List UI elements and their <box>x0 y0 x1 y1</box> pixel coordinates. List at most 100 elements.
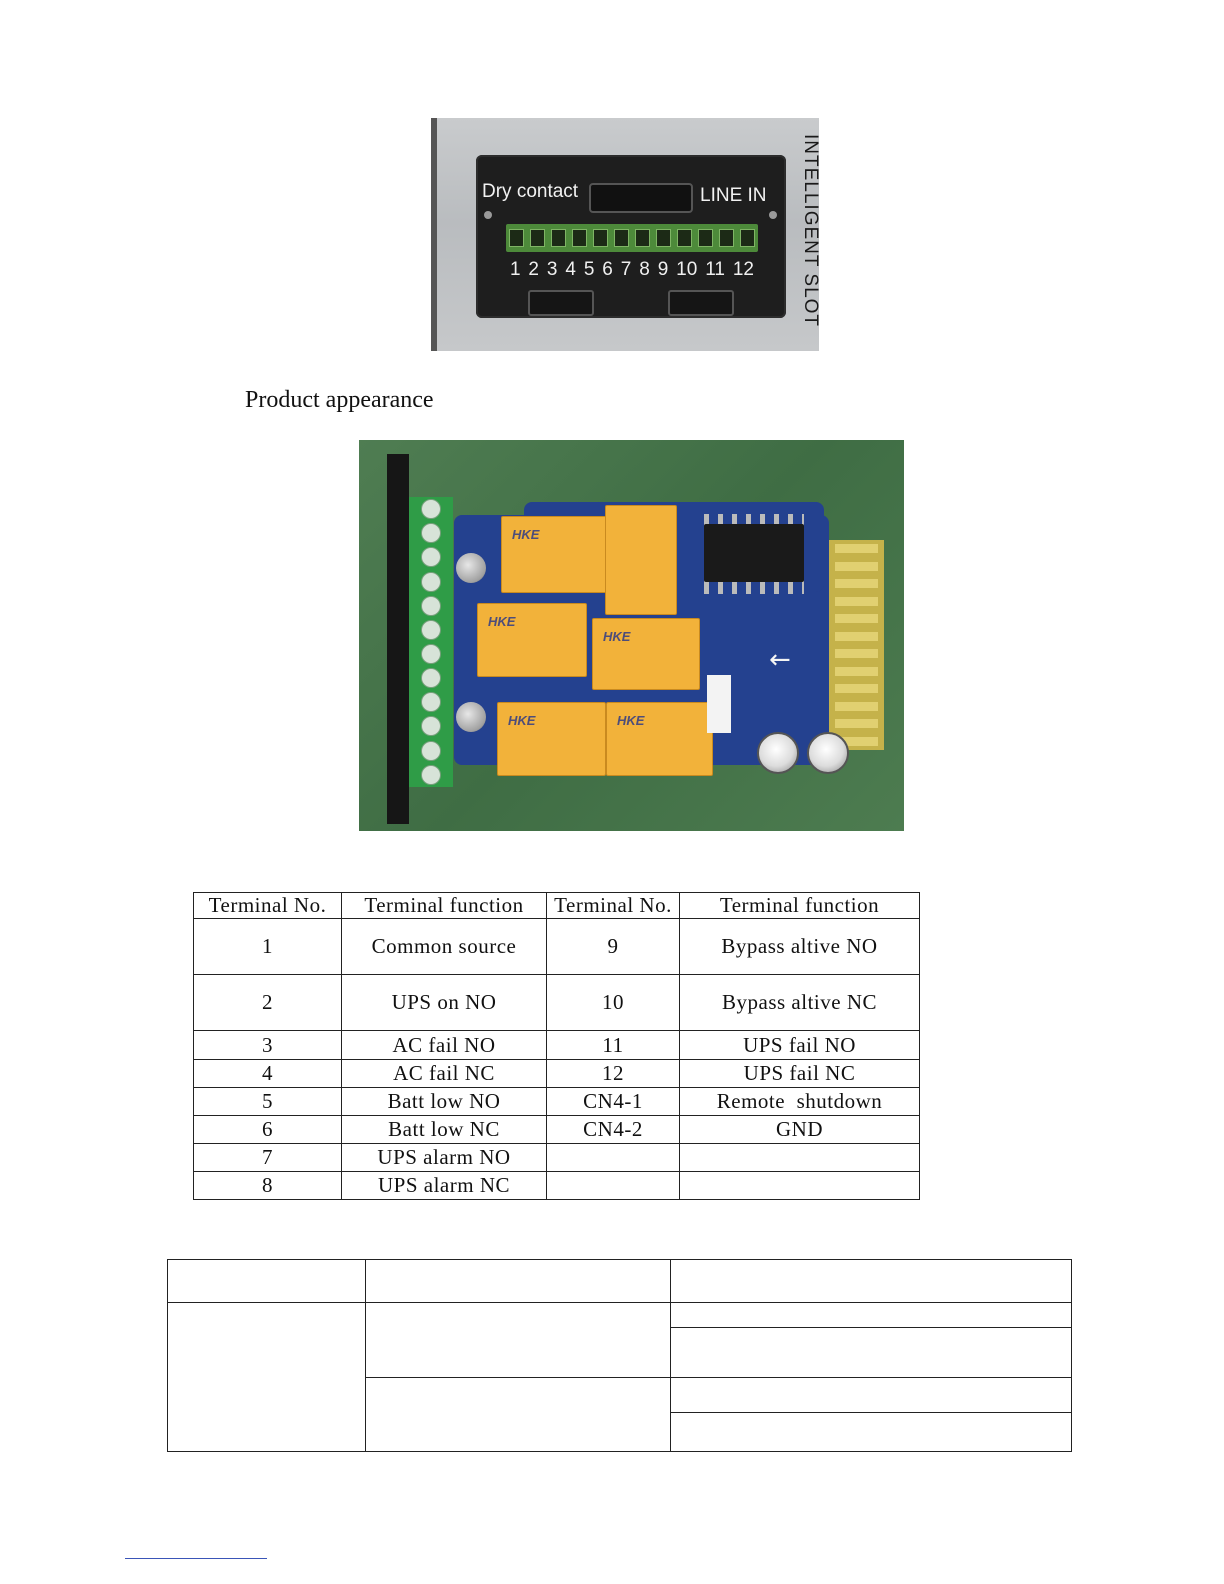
table-cell: AC fail NC <box>341 1059 547 1088</box>
table-cell: UPS alarm NC <box>341 1171 547 1200</box>
terminal-screw <box>421 523 441 544</box>
terminal-screw <box>421 619 441 640</box>
relay-brand-label: HKE <box>508 713 536 728</box>
table-row: 5 Batt low NO CN4-1 Remote shutdown <box>193 1087 920 1116</box>
table-cell <box>167 1259 366 1303</box>
edge-finger <box>835 631 878 641</box>
table-cell: CN4-1 <box>546 1087 680 1116</box>
terminal-screw <box>421 571 441 592</box>
table-cell <box>670 1327 1072 1378</box>
table-cell: CN4-2 <box>546 1115 680 1144</box>
table-cell: Common source <box>341 918 547 975</box>
panel-left-edge <box>431 118 437 351</box>
table-cell: Remote shutdown <box>679 1087 920 1116</box>
dry-contact-label: Dry contact <box>482 181 579 202</box>
pin-number: 2 <box>528 259 539 280</box>
relay-brand-label: HKE <box>617 713 645 728</box>
intelligent-slot-panel-photo: Dry contact LINE IN 1 2 3 4 5 6 7 8 9 <box>431 118 819 351</box>
board-screw <box>456 702 486 732</box>
terminal-hole <box>530 229 545 247</box>
table-cell: 6 <box>193 1115 342 1144</box>
edge-finger <box>835 684 878 694</box>
bottom-slot-right <box>668 290 734 316</box>
terminal-hole <box>509 229 524 247</box>
relay: HKE <box>497 702 606 776</box>
terminal-screw <box>421 740 441 761</box>
edge-finger <box>835 544 878 554</box>
terminal-hole <box>677 229 692 247</box>
table-cell: Batt low NC <box>341 1115 547 1144</box>
table-header: Terminal No. <box>193 892 342 919</box>
edge-finger <box>835 719 878 729</box>
relay-brand-label: HKE <box>488 614 516 629</box>
capacitor <box>757 732 799 774</box>
terminal-hole <box>614 229 629 247</box>
plate-screw-right <box>769 211 777 219</box>
pin-number: 1 <box>509 259 521 280</box>
pin-number: 5 <box>583 259 595 280</box>
dry-contact-card-photo: HKE HKE HKE HKE HKE ← <box>359 440 904 831</box>
table-cell: UPS on NO <box>341 974 547 1031</box>
board-screw <box>456 553 486 583</box>
table-cell: 2 <box>193 974 342 1031</box>
table-cell: UPS fail NO <box>679 1030 920 1060</box>
terminal-function-table: Terminal No. Terminal function Terminal … <box>193 892 920 1200</box>
terminal-hole <box>719 229 734 247</box>
terminal-hole <box>698 229 713 247</box>
terminal-hole <box>740 229 755 247</box>
terminal-connector-block <box>409 497 453 787</box>
table-row <box>167 1259 1072 1303</box>
table-header: Terminal function <box>341 892 547 919</box>
table-row: 7 UPS alarm NO <box>193 1143 920 1172</box>
empty-table <box>167 1259 1072 1452</box>
table-cell: AC fail NO <box>341 1030 547 1060</box>
table-cell: 10 <box>546 974 680 1031</box>
pin-number: 3 <box>546 259 558 280</box>
table-row <box>168 1377 1072 1452</box>
terminal-screw <box>421 644 441 665</box>
table-cell: 11 <box>546 1030 680 1060</box>
pin-numbers: 1 2 3 4 5 6 7 8 9 10 11 12 <box>506 259 758 281</box>
cn4-connector <box>707 675 731 733</box>
table-cell <box>679 1143 920 1172</box>
relay-brand-label: HKE <box>603 629 631 644</box>
intelligent-slot-label: INTELLIGENT SLOT <box>800 134 819 328</box>
table-cell <box>546 1143 680 1172</box>
relay-brand-label: HKE <box>512 527 540 542</box>
table-cell: Bypass altive NC <box>679 974 920 1031</box>
mounting-bracket <box>387 454 409 824</box>
table-cell <box>670 1377 1072 1413</box>
table-cell <box>670 1412 1072 1452</box>
plate-screw-left <box>484 211 492 219</box>
table-cell: 4 <box>193 1059 342 1088</box>
table-cell: 8 <box>193 1171 342 1200</box>
terminal-hole <box>593 229 608 247</box>
capacitor <box>807 732 849 774</box>
table-cell: 1 <box>193 918 342 975</box>
edge-connector <box>829 540 884 750</box>
pin-number: 10 <box>676 259 698 280</box>
edge-finger <box>835 561 878 571</box>
table-cell: 7 <box>193 1143 342 1172</box>
table-cell <box>167 1302 366 1452</box>
table-cell: UPS fail NC <box>679 1059 920 1088</box>
ic-chip <box>704 524 804 582</box>
pin-number: 6 <box>602 259 613 280</box>
table-header: Terminal function <box>679 892 920 919</box>
edge-finger <box>835 666 878 676</box>
table-row <box>167 1302 1072 1452</box>
table-cell: UPS alarm NO <box>341 1143 547 1172</box>
table-cell: 3 <box>193 1030 342 1060</box>
table-cell: 9 <box>546 918 680 975</box>
dry-contact-plate: Dry contact LINE IN 1 2 3 4 5 6 7 8 9 <box>476 155 786 318</box>
table-row: 8 UPS alarm NC <box>193 1171 920 1200</box>
edge-finger <box>835 649 878 659</box>
relay <box>605 505 677 615</box>
table-cell <box>546 1171 680 1200</box>
terminal-screw <box>421 692 441 713</box>
pin-number: 11 <box>705 259 725 280</box>
table-cell <box>679 1171 920 1200</box>
table-cell <box>365 1302 671 1378</box>
table-row: 1 Common source 9 Bypass altive NO <box>193 918 920 975</box>
table-cell <box>365 1377 671 1452</box>
